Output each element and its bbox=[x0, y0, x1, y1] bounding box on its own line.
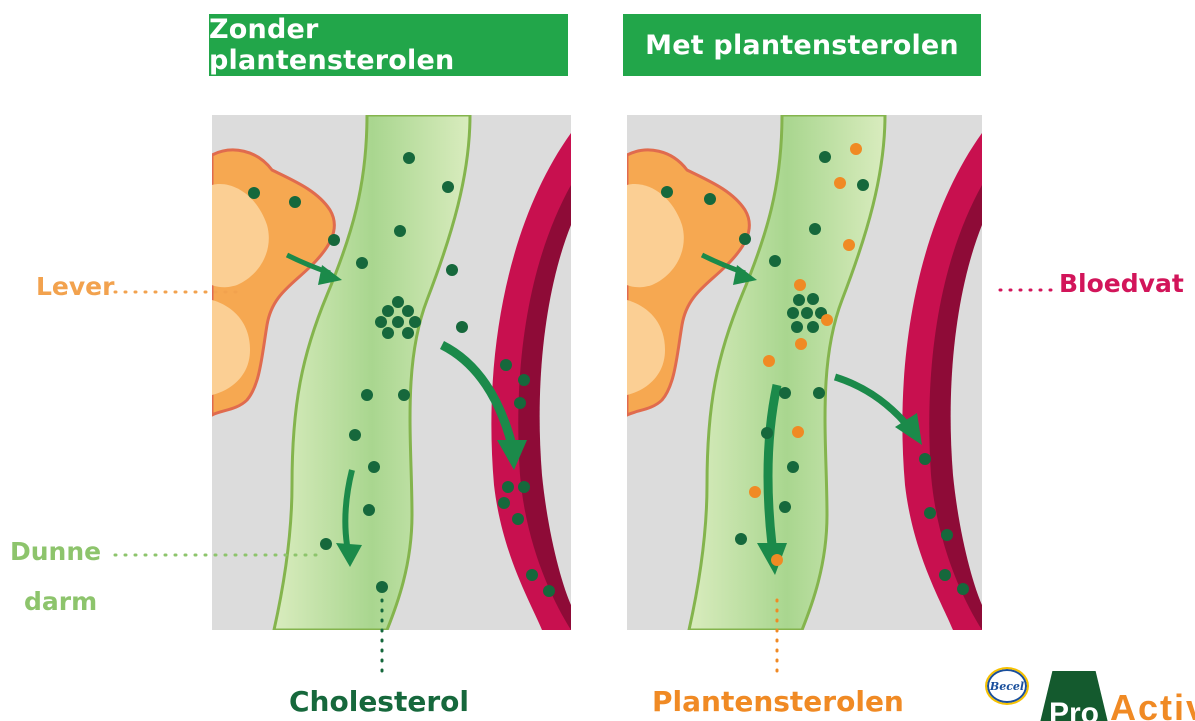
label-bloedvat: Bloedvat bbox=[1059, 268, 1184, 300]
logo-pro-text: Pro bbox=[1038, 671, 1110, 721]
becel-proactiv-logo: Becel Pro Activ bbox=[980, 665, 1195, 721]
label-plantensterolen: Plantensterolen bbox=[652, 686, 904, 718]
label-dunne: Dunne bbox=[10, 536, 101, 568]
label-darm: darm bbox=[24, 586, 97, 618]
logo-activ-text: Activ bbox=[1110, 687, 1195, 721]
label-lever: Lever bbox=[36, 271, 114, 303]
becel-logo: Becel bbox=[985, 667, 1029, 705]
label-cholesterol: Cholesterol bbox=[289, 686, 469, 718]
